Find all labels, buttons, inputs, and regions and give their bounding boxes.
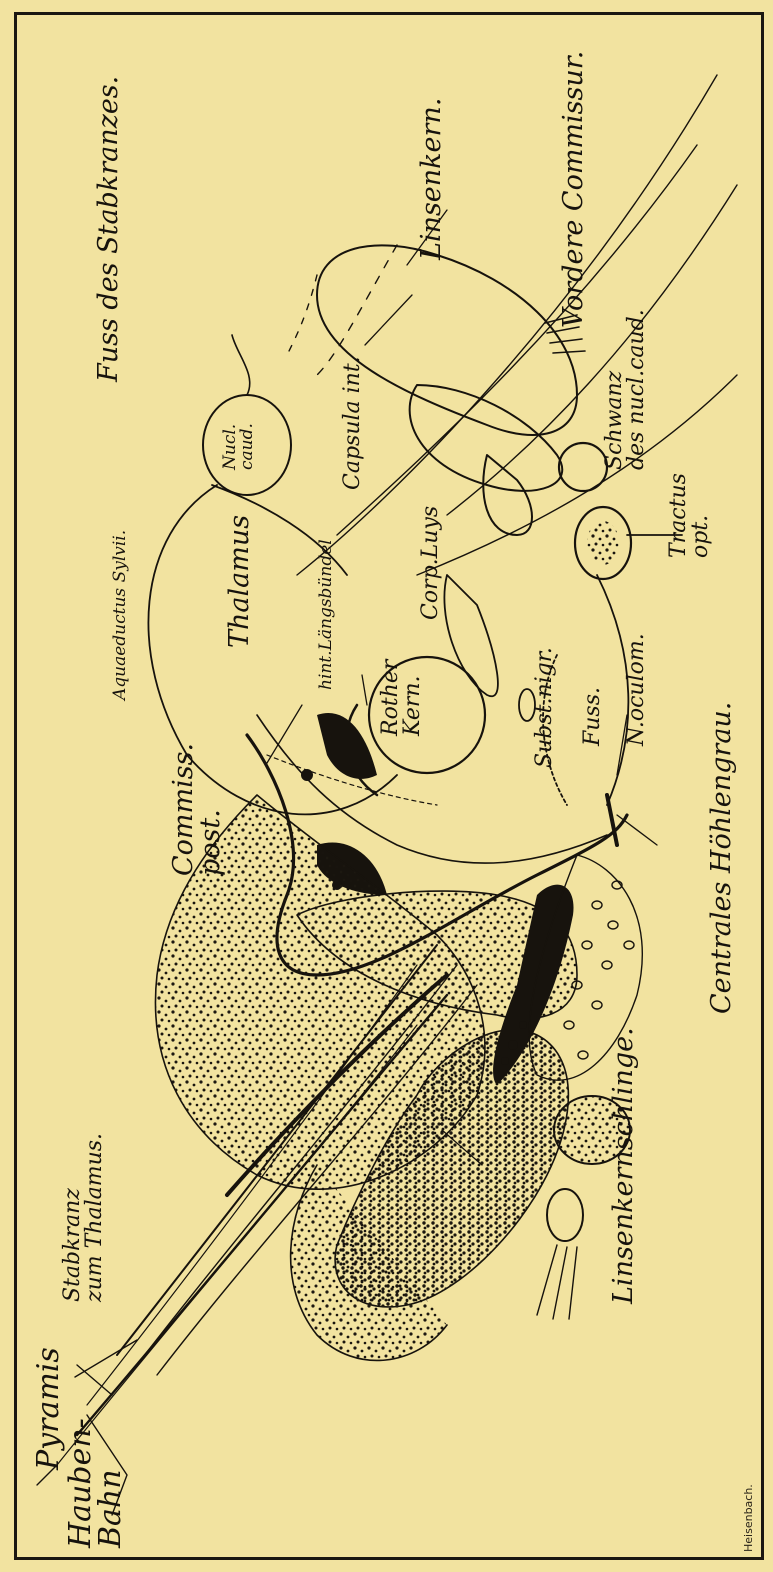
corpus-luysii	[444, 575, 535, 721]
label-commiss-line1: Commiss.	[170, 743, 197, 876]
label-haubenbahn: Hauben- Bahn	[66, 1418, 126, 1548]
nucleus-caudatus	[203, 335, 291, 495]
label-commiss-post: Commiss. post.	[170, 743, 224, 876]
label-fuss-stabkranzes: Fuss des Stabkranzes.	[95, 76, 122, 382]
label-corp-luys: Corp.Luys	[420, 506, 442, 620]
label-linsenkernschlinge: Linsenkernschlinge.	[610, 1027, 637, 1304]
label-stabkranz-line1: Stabkranz	[62, 1133, 84, 1302]
label-tractus-line2: opt.	[690, 473, 712, 558]
label-nucl-caud: Nucl. caud.	[222, 423, 256, 470]
label-commiss-line2: post.	[197, 743, 224, 876]
label-linsenkern: Linsenkern.	[418, 98, 445, 260]
label-rother-kern-line1: Rother	[380, 660, 402, 736]
label-rother-kern-line2: Kern.	[402, 660, 424, 736]
brain-section-drawing	[17, 15, 761, 1557]
label-capsula-int: Capsula int.	[342, 356, 364, 490]
label-hauben-line1: Hauben-	[66, 1418, 96, 1548]
label-tractus-opt: Tractus opt.	[668, 473, 712, 558]
label-centrales-hohlengrau: Centrales Höhlengrau.	[708, 702, 735, 1014]
label-n-oculom: N.oculom.	[626, 633, 648, 746]
label-tractus-line1: Tractus	[668, 473, 690, 558]
label-vordere-commissur: Vordere Commissur.	[560, 51, 587, 328]
label-stabkranz-line2: zum Thalamus.	[84, 1133, 106, 1302]
label-stabkranz-thalamus: Stabkranz zum Thalamus.	[62, 1133, 106, 1302]
label-hint-langsbundel: hint.Längsbündel	[318, 539, 335, 690]
label-aquaeductus-sylvii: Aquaeductus Sylvii.	[112, 530, 129, 700]
stippled-masses	[155, 795, 577, 1360]
label-hauben-line2: Bahn	[96, 1418, 126, 1548]
label-rother-kern: Rother Kern.	[380, 660, 424, 736]
engraver-signature: Heisenbach.	[742, 1484, 755, 1552]
label-nucl-caud-line2: caud.	[239, 423, 256, 470]
label-schwanz-line2: des nucl.caud.	[626, 309, 648, 470]
label-pyramis: Pyramis	[34, 1347, 64, 1470]
label-fuss: Fuss.	[582, 687, 604, 746]
label-schwanz-line1: Schwanz	[604, 309, 626, 470]
label-subst-nigr: Subst.nigr.	[534, 647, 556, 768]
label-thalamus: Thalamus	[226, 515, 253, 648]
label-schwanz: Schwanz des nucl.caud.	[604, 309, 648, 470]
